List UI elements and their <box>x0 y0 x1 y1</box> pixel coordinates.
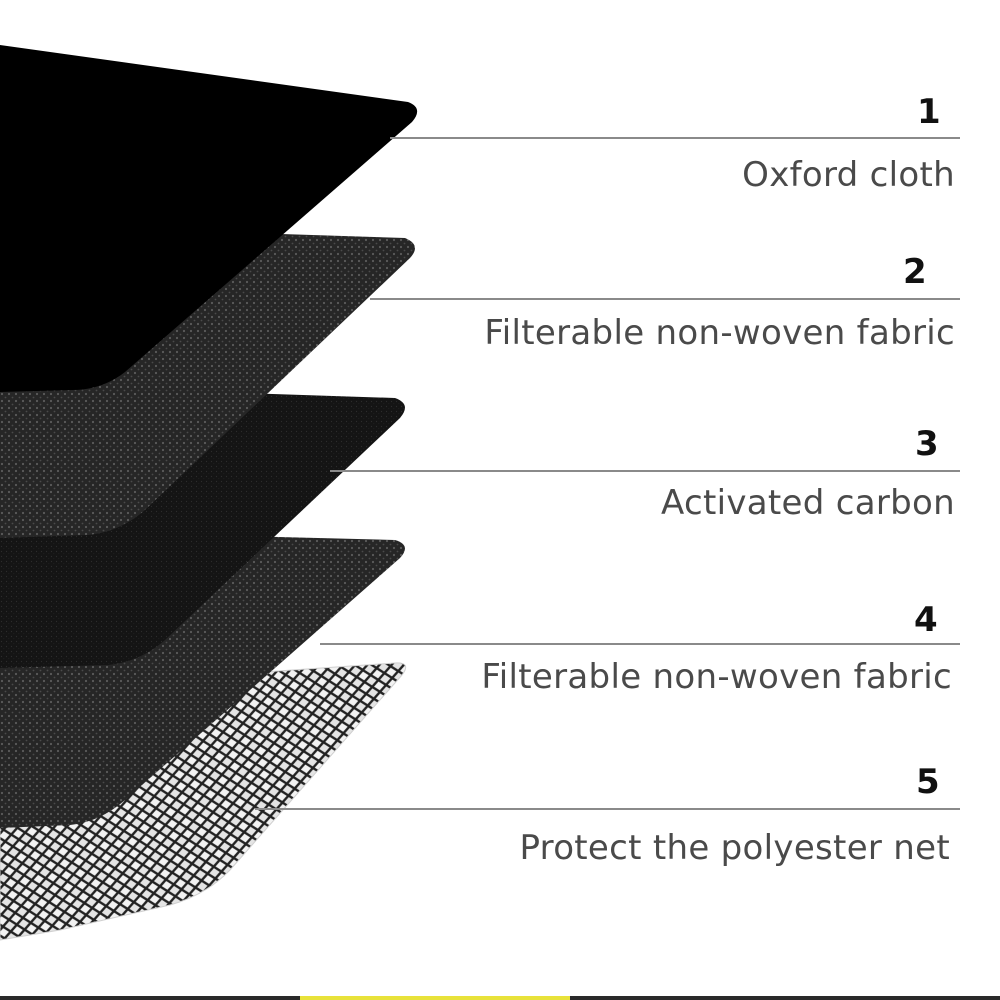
layer-name-1: Oxford cloth <box>742 155 955 195</box>
layer-name-3: Activated carbon <box>661 483 955 523</box>
bottom-accent-bar <box>300 996 570 1000</box>
layer-name-4: Filterable non-woven fabric <box>481 657 952 697</box>
leader-line-5 <box>255 808 960 810</box>
layer-name-5: Protect the polyester net <box>519 828 950 868</box>
oxford-cloth-layer <box>0 45 418 392</box>
layer-name-2: Filterable non-woven fabric <box>484 313 955 353</box>
leader-line-1 <box>390 137 960 139</box>
layer-number-5: 5 <box>916 762 940 802</box>
layer-number-3: 3 <box>915 424 939 464</box>
layer-number-2: 2 <box>903 252 927 292</box>
leader-line-2 <box>370 298 960 300</box>
layer-number-4: 4 <box>914 600 938 640</box>
layer-number-1: 1 <box>917 92 941 132</box>
leader-line-3 <box>330 470 960 472</box>
leader-line-4 <box>320 643 960 645</box>
